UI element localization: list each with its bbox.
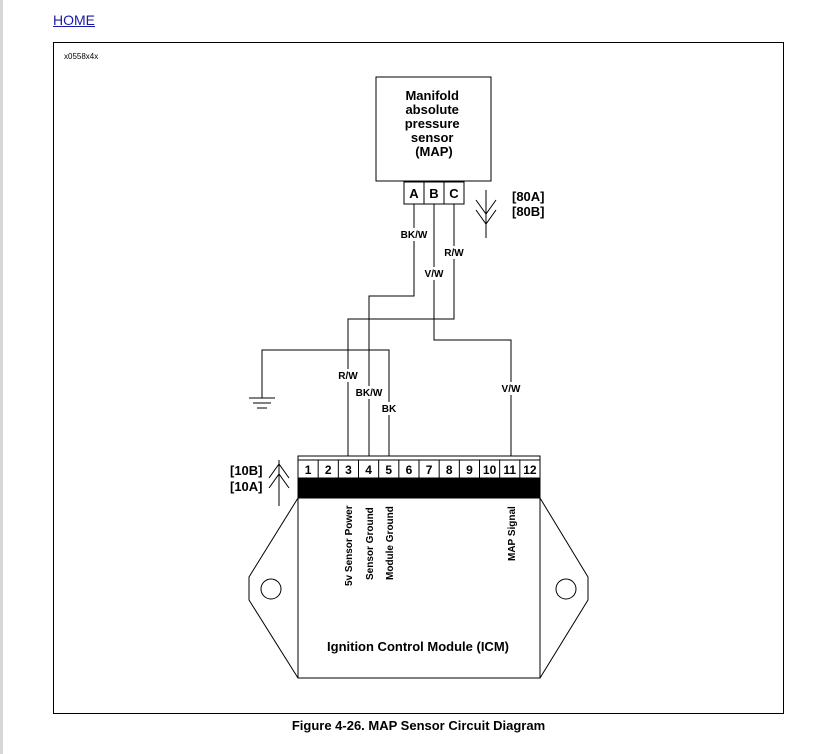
map-pin-a: A — [409, 186, 419, 201]
figure-frame — [53, 42, 784, 714]
pin-label-sensor-ground: Sensor Ground — [365, 507, 376, 580]
wire-label-bkw-mid: BK/W — [356, 388, 383, 399]
icm-pin-8: 8 — [446, 463, 453, 477]
icm-pin-5: 5 — [385, 463, 392, 477]
wire-bk-ground — [261, 349, 390, 456]
pin-label-module-ground: Module Ground — [385, 506, 396, 580]
sensor-connector-label-a: [80A] — [512, 189, 545, 204]
figure-caption: Figure 4-26. MAP Sensor Circuit Diagram — [291, 718, 546, 733]
icm-pin-11: 11 — [503, 463, 516, 477]
wire-label-bk: BK — [382, 404, 397, 415]
module-connector-label-a: [10B] — [230, 463, 263, 478]
map-sensor-body — [375, 76, 492, 182]
pin-label-5v-sensor-power: 5v Sensor Power — [344, 505, 355, 586]
wire-bkw — [368, 204, 415, 456]
icm-pin-12: 12 — [523, 463, 537, 477]
icm-pin-4: 4 — [365, 463, 372, 477]
icm-title: Ignition Control Module (ICM) — [327, 639, 509, 654]
icm-pin-7: 7 — [426, 463, 433, 477]
figure-id: x0558x4x — [64, 52, 98, 61]
wire-label-rw-top: R/W — [444, 248, 464, 259]
wire-vw — [433, 204, 512, 456]
module-connector-symbol — [268, 460, 290, 506]
pin-label-map-signal: MAP Signal — [507, 506, 518, 561]
module-connector-label-b: [10A] — [230, 479, 263, 494]
icm-pin-2: 2 — [325, 463, 332, 477]
wire-label-bkw-top: BK/W — [401, 230, 428, 241]
page-left-edge — [0, 0, 3, 754]
wire-label-vw-top: V/W — [425, 269, 444, 280]
map-pin-c: C — [449, 186, 459, 201]
icm-pin-3: 3 — [345, 463, 352, 477]
wire-label-rw-mid: R/W — [338, 371, 358, 382]
map-pin-b: B — [429, 186, 438, 201]
map-sensor: Manifold absolute pressure sensor (MAP) … — [375, 76, 492, 205]
home-link[interactable]: HOME — [53, 12, 95, 28]
icm-pin-1: 1 — [305, 463, 312, 477]
wiring — [249, 204, 512, 456]
icm-pin-9: 9 — [466, 463, 473, 477]
icm-pin-10: 10 — [483, 463, 497, 477]
icm-inner — [297, 455, 541, 679]
wire-label-vw-right: V/W — [502, 384, 521, 395]
wire-rw — [347, 204, 455, 456]
map-sensor-title: Manifold absolute pressure sensor (MAP) — [405, 88, 464, 159]
icm-mount-hole-right — [555, 578, 577, 600]
icm-pin-6: 6 — [406, 463, 413, 477]
icm-mount-hole-left — [260, 578, 282, 600]
sensor-connector-label-b: [80B] — [512, 204, 545, 219]
sensor-connector-symbol — [475, 190, 497, 238]
icm-connector-bar — [298, 478, 540, 498]
